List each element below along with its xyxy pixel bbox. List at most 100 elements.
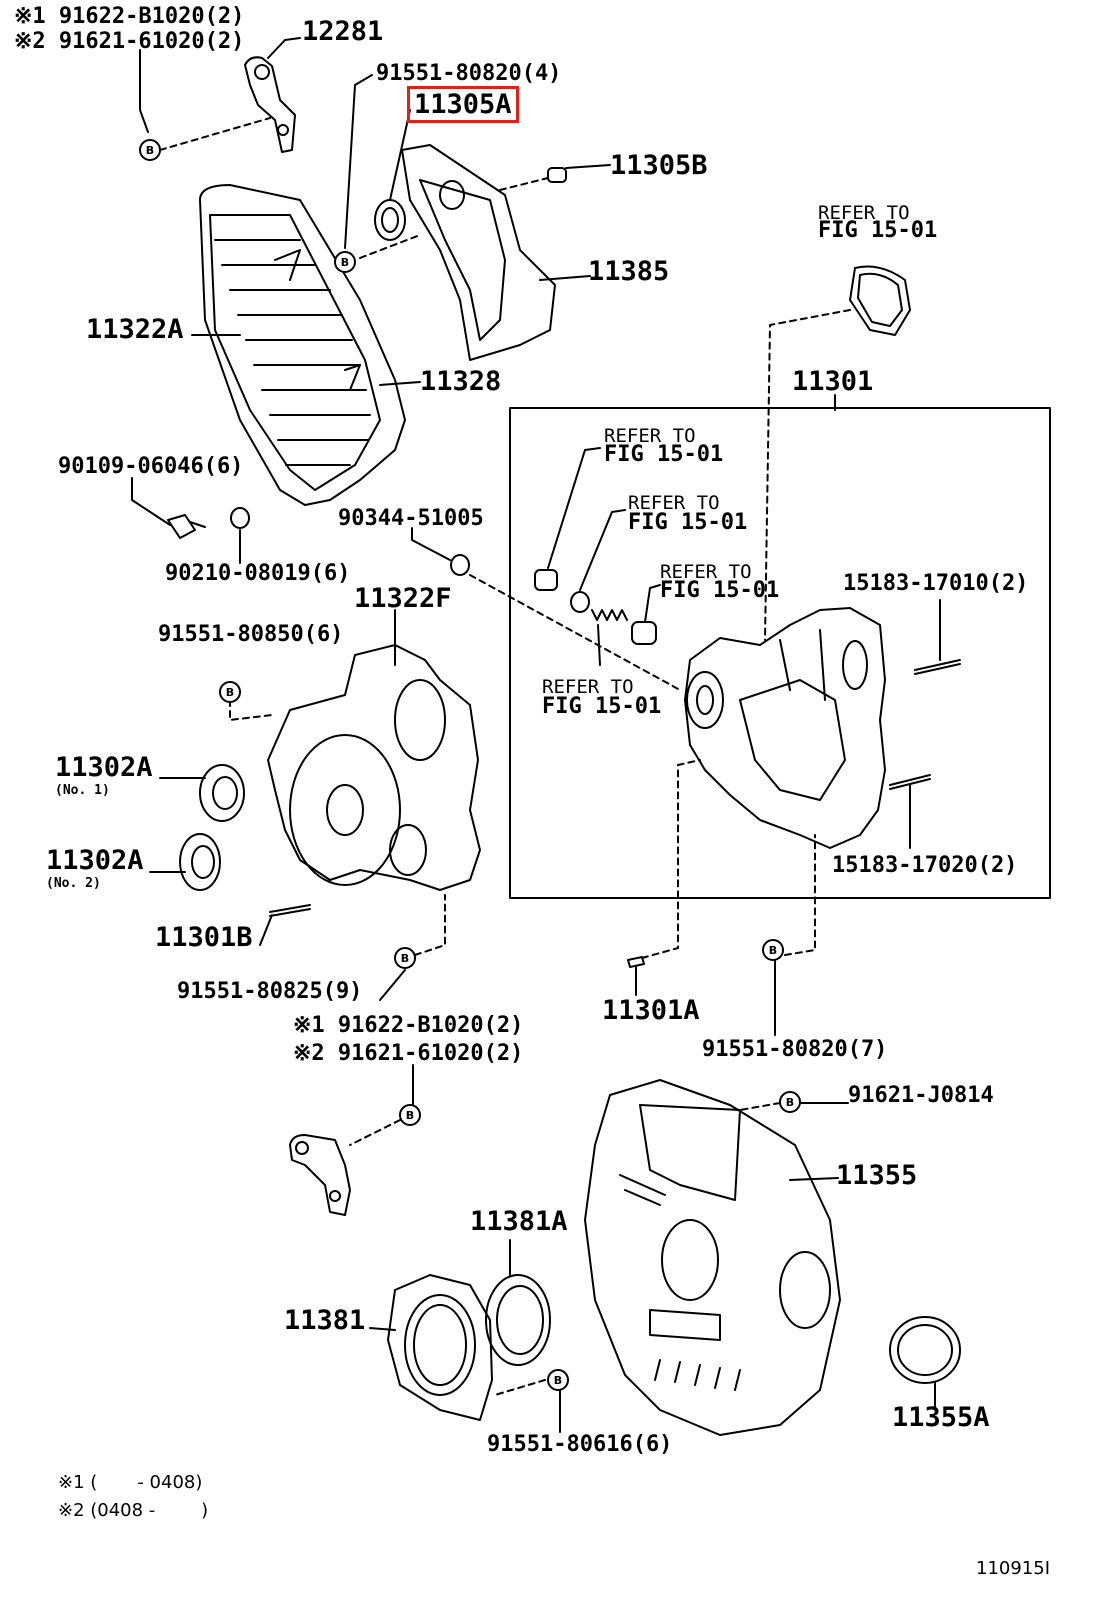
dash-b1 (159, 117, 271, 151)
part-11302A-no1-note: (No. 1) (55, 783, 110, 798)
dash-b3 (229, 699, 273, 721)
svg-text:B: B (769, 944, 777, 957)
refer-fig-label[interactable]: FIG 15-01 (660, 578, 780, 603)
leader-11328 (379, 381, 421, 386)
part-90109-06046[interactable]: 90109-06046(6) (58, 454, 244, 479)
part-11301B[interactable]: 11301B (155, 922, 253, 953)
callout-lower-note-2: ※2 91621-61020(2) (293, 1041, 524, 1066)
part-11305A-highlighted[interactable]: 11305A (407, 86, 519, 123)
timing-case-11322F-part (267, 644, 481, 891)
dash-b6 (349, 1119, 401, 1146)
svg-text:B: B (401, 952, 409, 965)
seal-11302A-1-part (199, 764, 245, 822)
part-91551-80820-7[interactable]: 91551-80820(7) (702, 1037, 888, 1062)
part-91621-J0814[interactable]: 91621-J0814 (848, 1083, 994, 1108)
leader-12281 (267, 37, 301, 59)
leader-11305B (565, 164, 611, 169)
svg-text:B: B (341, 256, 349, 269)
gasket-fig15-part (849, 265, 911, 336)
part-15183-17020[interactable]: 15183-17020(2) (832, 853, 1018, 878)
plug-90344-part (450, 554, 470, 576)
refer-fig-label[interactable]: FIG 15-01 (604, 442, 724, 467)
part-11302A-no2-note: (No. 2) (46, 876, 101, 891)
dash-gasket (764, 309, 851, 641)
part-15183-17010[interactable]: 15183-17010(2) (843, 571, 1029, 596)
stud-11301B-part (269, 904, 311, 917)
refer-to-label: REFER TO (628, 492, 720, 514)
bracket-lower-part (289, 1134, 351, 1216)
dash-b8 (494, 1379, 546, 1396)
part-11302A-no1[interactable]: 11302A (55, 752, 153, 783)
callout-top-note-2: ※2 91621-61020(2) (14, 29, 245, 54)
part-91551-80850[interactable]: 91551-80850(6) (158, 622, 344, 647)
part-12281[interactable]: 12281 (302, 16, 384, 47)
leader-91551-80820-4 (344, 74, 373, 249)
bolt-b-marker: B (139, 139, 161, 161)
leader-refA (547, 447, 601, 569)
bolt-b-marker: B (762, 939, 784, 961)
bolt-b-marker: B (547, 1369, 569, 1391)
refer-fig-label[interactable]: FIG 15-01 (628, 510, 748, 535)
part-11302A-no2[interactable]: 11302A (46, 845, 144, 876)
part-91551-80820-4[interactable]: 91551-80820(4) (376, 61, 562, 86)
footnote-2: ※2 (0408 - ) (58, 1500, 209, 1521)
dash-11301A (641, 759, 701, 959)
cover-plate-11385-part (401, 144, 556, 361)
dowel-15183-17010-part (914, 659, 961, 675)
timing-cover-11322A-part (199, 184, 406, 506)
leader-11305A (389, 109, 411, 201)
svg-text:B: B (554, 1374, 562, 1387)
end-plate-11355-part (584, 1079, 841, 1436)
part-91551-80825[interactable]: 91551-80825(9) (177, 979, 363, 1004)
dash-11305B (499, 177, 549, 191)
part-11322A[interactable]: 11322A (86, 314, 184, 345)
part-11355A[interactable]: 11355A (892, 1402, 990, 1433)
dash-b7 (739, 1102, 781, 1111)
svg-text:B: B (786, 1096, 794, 1109)
part-11355[interactable]: 11355 (836, 1160, 918, 1191)
leader-90344 (411, 527, 451, 561)
leader-91551-80825 (379, 969, 406, 1001)
svg-text:B: B (146, 144, 154, 157)
refer-fig-label[interactable]: FIG 15-01 (542, 694, 662, 719)
part-90344-51005[interactable]: 90344-51005 (338, 506, 484, 531)
refer-fig-label[interactable]: FIG 15-01 (818, 218, 938, 243)
part-11381[interactable]: 11381 (284, 1305, 366, 1336)
part-90210-08019[interactable]: 90210-08019(6) (165, 561, 351, 586)
dash-b4 (414, 894, 446, 956)
bolt-b-marker: B (399, 1104, 421, 1126)
leader-11355 (789, 1177, 839, 1181)
bracket-12281-part (244, 56, 296, 153)
seal-11381A-part (485, 1274, 551, 1366)
part-11301[interactable]: 11301 (792, 366, 874, 397)
bushing-11305B-part (547, 167, 567, 183)
leader-refB (579, 509, 626, 591)
dash-90344 (469, 574, 681, 691)
retainer-11381-part (387, 1274, 493, 1421)
dash-b5 (784, 834, 816, 956)
part-11385[interactable]: 11385 (588, 256, 670, 287)
part-11381A[interactable]: 11381A (470, 1206, 568, 1237)
seal-11305A-part (374, 199, 406, 241)
dash-b2 (359, 234, 421, 259)
callout-lower-note-1: ※1 91622-B1020(2) (293, 1013, 524, 1038)
bolt-b-marker: B (219, 681, 241, 703)
washer-90210-part (230, 507, 250, 529)
part-11305B[interactable]: 11305B (610, 150, 708, 181)
cap-11355A-part (889, 1316, 961, 1384)
leader-11385 (539, 275, 591, 281)
part-11328[interactable]: 11328 (420, 366, 502, 397)
part-11322F[interactable]: 11322F (354, 583, 452, 614)
leader-refD (597, 624, 601, 666)
seal-11302A-2-part (179, 833, 221, 891)
refer-to-label: REFER TO (818, 202, 910, 224)
relief-valve-parts (534, 569, 657, 645)
part-91551-80616[interactable]: 91551-80616(6) (487, 1432, 673, 1457)
bolt-90109-part (167, 514, 206, 539)
pin-11301A-part (627, 956, 645, 968)
leader-11381 (369, 1327, 396, 1331)
part-11301A[interactable]: 11301A (602, 995, 700, 1026)
leader-c1 (139, 49, 149, 133)
